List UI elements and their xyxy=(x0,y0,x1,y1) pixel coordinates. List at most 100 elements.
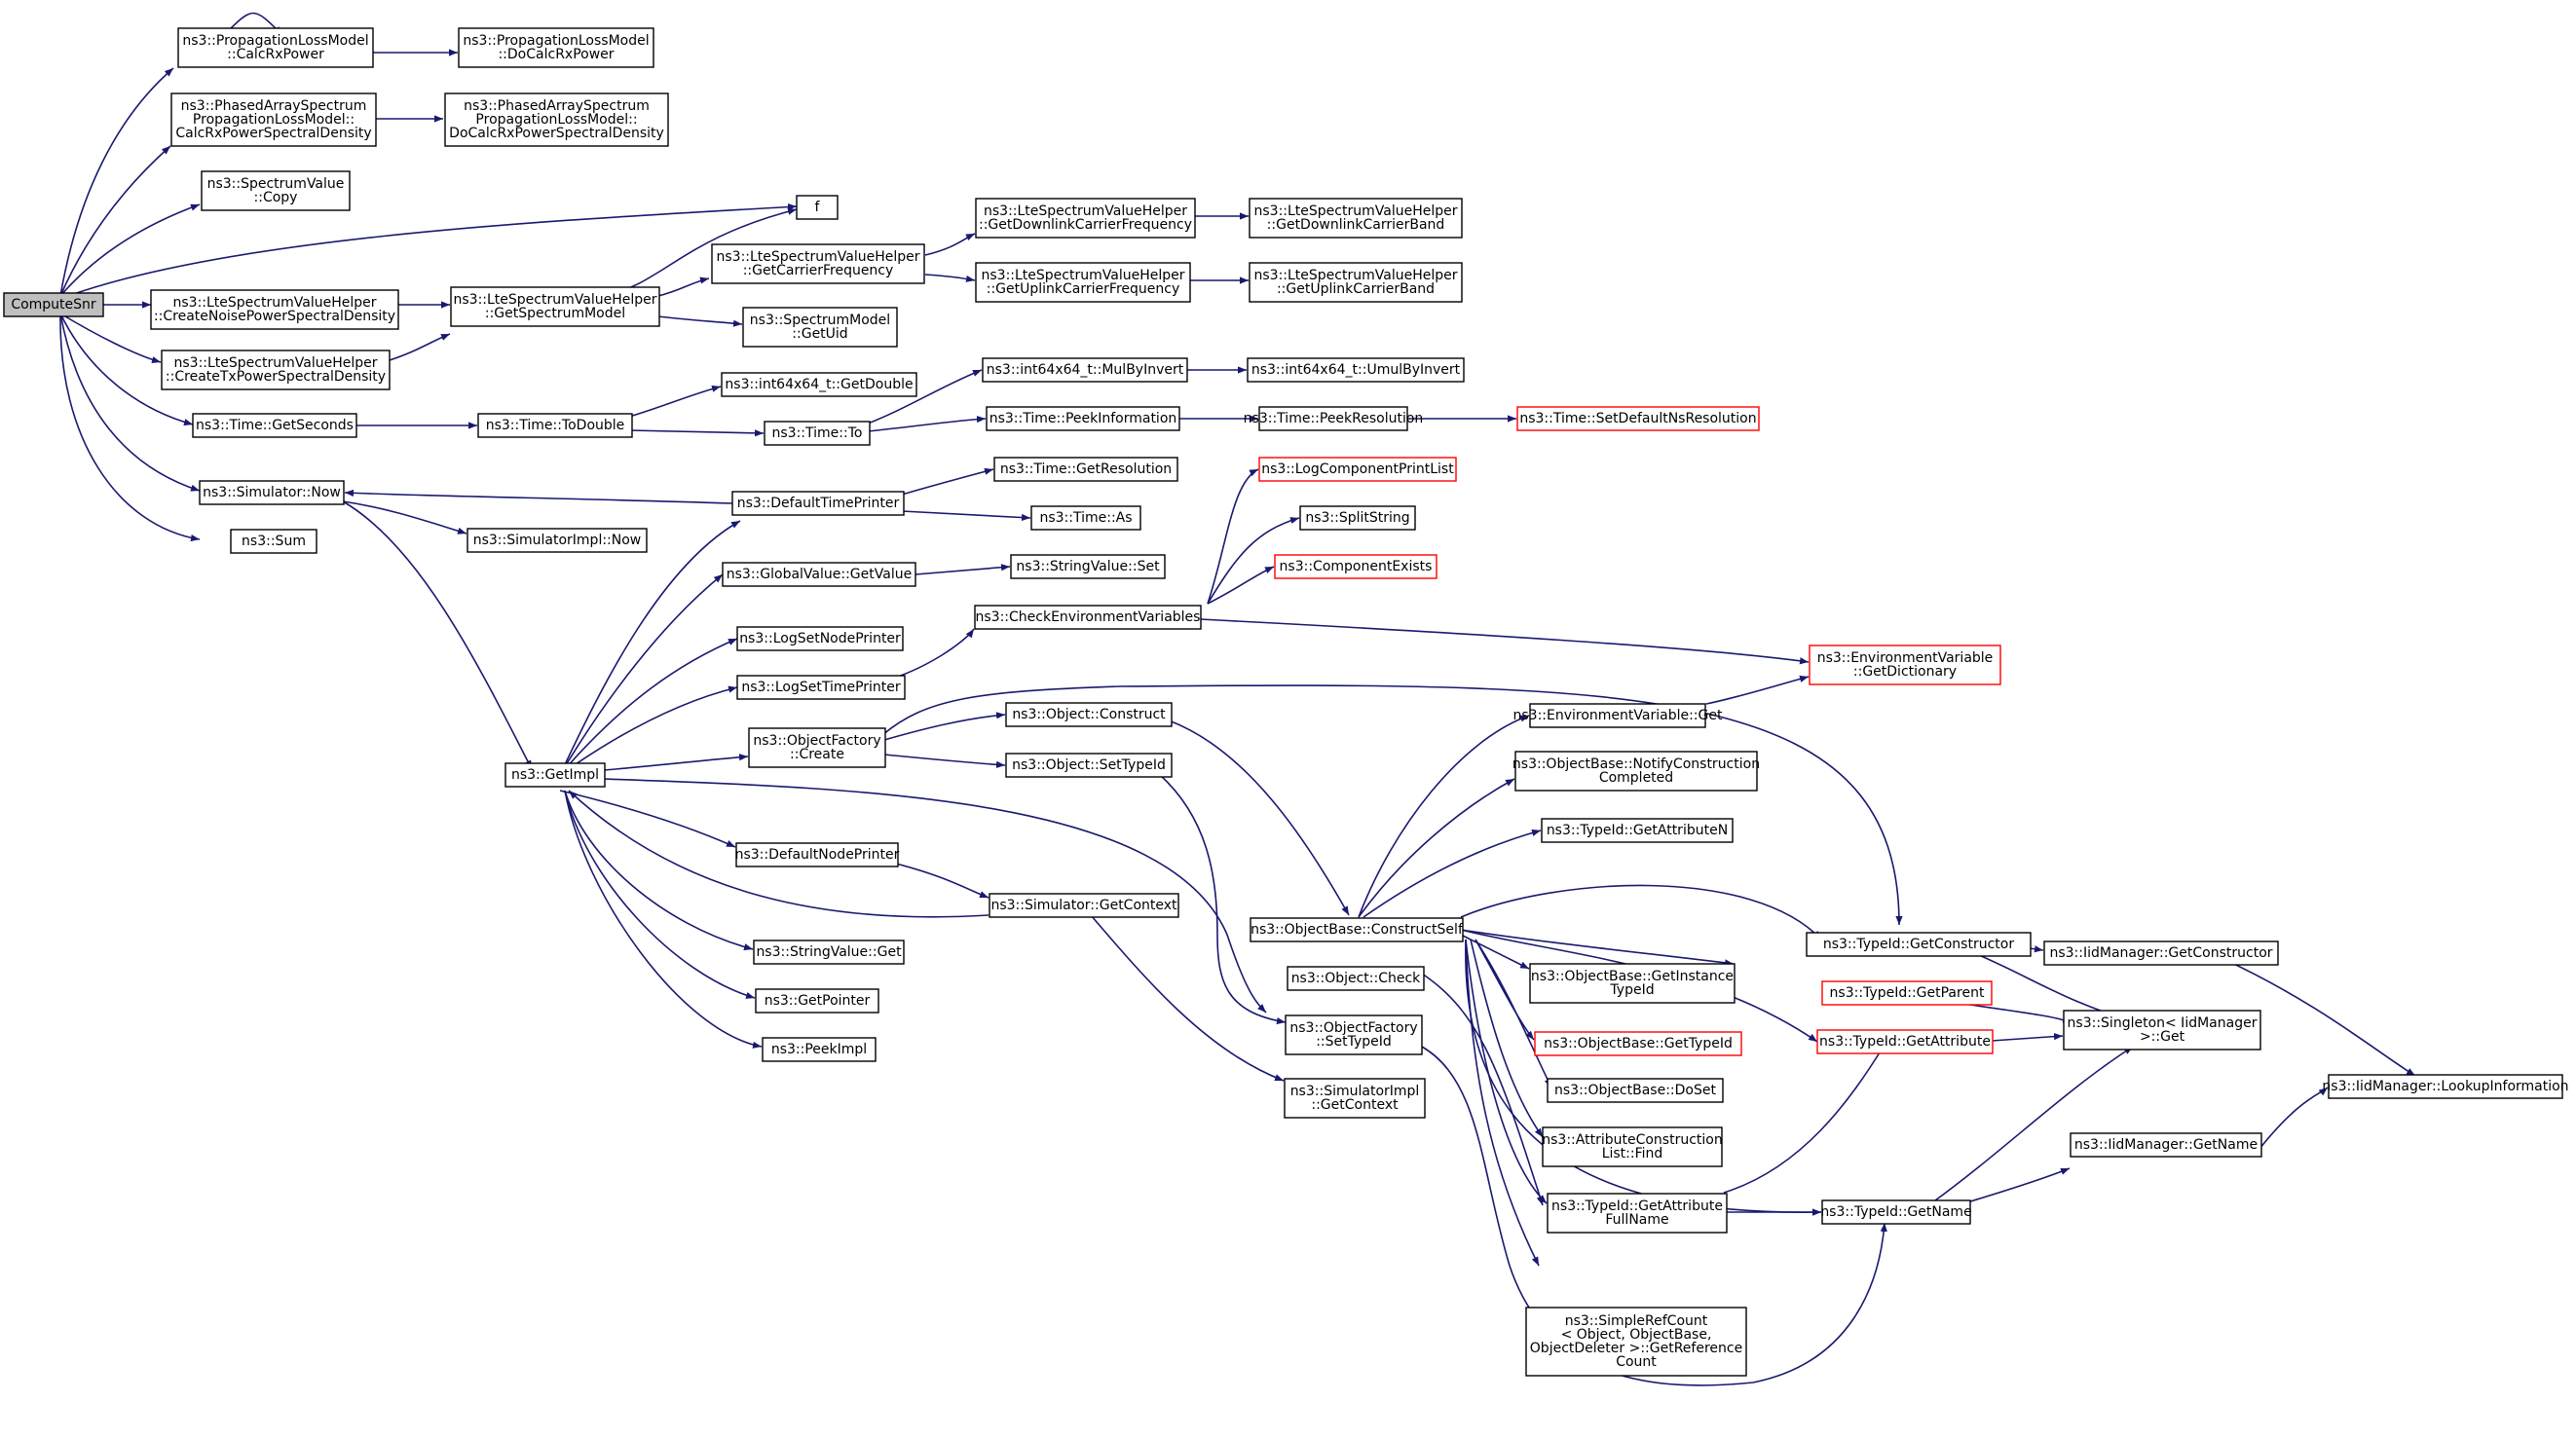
node-box xyxy=(1249,262,1463,303)
node-logsettimeprinter[interactable]: ns3::LogSetTimePrinter xyxy=(736,675,906,700)
node-box xyxy=(2063,1010,2261,1051)
node-objbasedoset[interactable]: ns3::ObjectBase::DoSet xyxy=(1547,1078,1724,1103)
node-peekinfo[interactable]: ns3::Time::PeekInformation xyxy=(986,406,1180,431)
node-getimpl[interactable]: ns3::GetImpl xyxy=(504,762,606,788)
node-label: ns3::GetPointer xyxy=(765,993,871,1009)
node-box xyxy=(230,529,317,554)
node-box xyxy=(974,605,1202,630)
edge xyxy=(67,203,798,297)
node-notifyconstruction[interactable]: ns3::ObjectBase::NotifyConstructionCompl… xyxy=(1512,751,1760,792)
node-setdefaultns[interactable]: ns3::Time::SetDefaultNsResolution xyxy=(1516,406,1760,431)
edge xyxy=(2222,958,2416,1077)
node-envget[interactable]: ns3::EnvironmentVariable::Get xyxy=(1513,703,1723,728)
node-stringvalueget[interactable]: ns3::StringValue::Get xyxy=(753,940,905,965)
node-umulbyinvert[interactable]: ns3::int64x64_t::UmulByInvert xyxy=(1247,357,1465,383)
node-globalvalueget[interactable]: ns3::GlobalValue::GetValue xyxy=(722,562,916,587)
node-label: ns3::TypeId::GetName xyxy=(1820,1204,1971,1220)
node-getseconds[interactable]: ns3::Time::GetSeconds xyxy=(192,413,357,438)
node-label: >::Get xyxy=(2140,1029,2185,1045)
node-defaultnodeprinter[interactable]: ns3::DefaultNodePrinter xyxy=(735,842,900,867)
node-stringvalueset[interactable]: ns3::StringValue::Set xyxy=(1010,554,1166,579)
edge xyxy=(1705,675,1810,705)
node-checkenv[interactable]: ns3::CheckEnvironmentVariables xyxy=(974,605,1202,630)
node-sum[interactable]: ns3::Sum xyxy=(230,529,317,554)
node-label: ns3::LteSpectrumValueHelper xyxy=(717,249,920,265)
node-label: ns3::LteSpectrumValueHelper xyxy=(1254,268,1458,283)
node-constructself[interactable]: ns3::ObjectBase::ConstructSelf xyxy=(1250,917,1464,942)
node-box xyxy=(1542,1126,1723,1167)
node-timeas[interactable]: ns3::Time::As xyxy=(1030,505,1141,531)
node-box xyxy=(736,675,906,700)
node-specmodeluid[interactable]: ns3::SpectrumModel::GetUid xyxy=(742,307,898,348)
node-lookupinfo[interactable]: ns3::IidManager::LookupInformation xyxy=(2322,1074,2569,1099)
node-getattributen[interactable]: ns3::TypeId::GetAttributeN xyxy=(1541,818,1734,843)
node-box xyxy=(2328,1074,2563,1099)
node-simimplgetcontext[interactable]: ns3::SimulatorImpl::GetContext xyxy=(1284,1078,1426,1119)
node-timeto[interactable]: ns3::Time::To xyxy=(764,421,871,446)
node-getdlband[interactable]: ns3::LteSpectrumValueHelper::GetDownlink… xyxy=(1249,198,1463,239)
node-peekres[interactable]: ns3::Time::PeekResolution xyxy=(1244,406,1424,431)
node-docalcrx[interactable]: ns3::PropagationLossModel::DoCalcRxPower xyxy=(458,27,654,68)
node-getresolution[interactable]: ns3::Time::GetResolution xyxy=(993,457,1178,482)
node-getpointer[interactable]: ns3::GetPointer xyxy=(755,988,879,1014)
node-mulbyinvert[interactable]: ns3::int64x64_t::MulByInvert xyxy=(982,357,1188,383)
node-f[interactable]: f xyxy=(796,195,839,220)
node-componentexists[interactable]: ns3::ComponentExists xyxy=(1274,554,1437,579)
node-getulband[interactable]: ns3::LteSpectrumValueHelper::GetUplinkCa… xyxy=(1249,262,1463,303)
node-iidgetconstructor[interactable]: ns3::IidManager::GetConstructor xyxy=(2043,940,2279,966)
edge xyxy=(603,754,749,771)
node-createtx[interactable]: ns3::LteSpectrumValueHelper::CreateTxPow… xyxy=(161,350,391,390)
edge xyxy=(1465,939,1548,1204)
node-label: ::GetCarrierFrequency xyxy=(743,263,894,278)
node-iidgetname[interactable]: ns3::IidManager::GetName xyxy=(2070,1132,2262,1158)
node-label: ns3::TypeId::GetAttributeN xyxy=(1547,823,1728,838)
edge xyxy=(881,684,1903,926)
node-objbasegettypeid[interactable]: ns3::ObjectBase::GetTypeId xyxy=(1534,1031,1742,1056)
node-createnoise[interactable]: ns3::LteSpectrumValueHelper::CreateNoise… xyxy=(150,289,399,330)
node-label: ns3::ObjectBase::DoSet xyxy=(1554,1083,1716,1098)
node-objectconstruct[interactable]: ns3::Object::Construct xyxy=(1005,702,1173,727)
node-getulfreq[interactable]: ns3::LteSpectrumValueHelper::GetUplinkCa… xyxy=(975,262,1191,303)
node-getdlfreq[interactable]: ns3::LteSpectrumValueHelper::GetDownlink… xyxy=(975,198,1196,239)
node-singletonget[interactable]: ns3::Singleton< IidManager>::Get xyxy=(2063,1010,2261,1051)
node-peekimpl[interactable]: ns3::PeekImpl xyxy=(762,1037,877,1062)
node-box xyxy=(736,626,904,651)
edge xyxy=(559,573,724,776)
node-todouble[interactable]: ns3::Time::ToDouble xyxy=(477,413,633,438)
node-simimplnow[interactable]: ns3::SimulatorImpl::Now xyxy=(467,528,648,553)
node-envgetdict[interactable]: ns3::EnvironmentVariable::GetDictionary xyxy=(1809,645,2001,685)
edge xyxy=(1207,468,1259,605)
node-svcopy[interactable]: ns3::SpectrumValue::Copy xyxy=(201,170,351,211)
node-objectsettypeid[interactable]: ns3::Object::SetTypeId xyxy=(1005,753,1173,778)
node-getparent[interactable]: ns3::TypeId::GetParent xyxy=(1821,980,1993,1006)
node-splitstring[interactable]: ns3::SplitString xyxy=(1299,505,1416,531)
node-defaulttimeprinter[interactable]: ns3::DefaultTimePrinter xyxy=(731,491,905,516)
node-logsetnodeprinter[interactable]: ns3::LogSetNodePrinter xyxy=(736,626,904,651)
node-simplerefcount[interactable]: ns3::SimpleRefCount< Object, ObjectBase,… xyxy=(1525,1307,1747,1377)
edge xyxy=(568,790,989,918)
node-box xyxy=(753,940,905,965)
node-computesnr[interactable]: ComputeSnr xyxy=(3,292,104,317)
node-getspecmodel[interactable]: ns3::LteSpectrumValueHelper::GetSpectrum… xyxy=(450,286,660,327)
node-getconstructor[interactable]: ns3::TypeId::GetConstructor xyxy=(1806,932,2032,957)
node-typeidgetname[interactable]: ns3::TypeId::GetName xyxy=(1820,1199,1972,1225)
node-simgetcontext[interactable]: ns3::Simulator::GetContext xyxy=(989,893,1179,918)
node-objfactorysettypeid[interactable]: ns3::ObjectFactory::SetTypeId xyxy=(1285,1014,1423,1055)
node-box xyxy=(1258,406,1408,431)
node-padocalc[interactable]: ns3::PhasedArraySpectrumPropagationLossM… xyxy=(444,92,669,147)
node-objfactorycreate[interactable]: ns3::ObjectFactory::Create xyxy=(748,727,886,768)
node-simnow[interactable]: ns3::Simulator::Now xyxy=(199,480,345,505)
node-logcomponentprintlist[interactable]: ns3::LogComponentPrintList xyxy=(1258,457,1457,482)
node-label: ns3::SplitString xyxy=(1305,510,1409,526)
node-objectcheck[interactable]: ns3::Object::Check xyxy=(1287,966,1425,991)
node-paspec[interactable]: ns3::PhasedArraySpectrumPropagationLossM… xyxy=(170,92,377,147)
node-int64getdouble[interactable]: ns3::int64x64_t::GetDouble xyxy=(721,372,917,397)
node-label: ns3::TypeId::GetAttribute xyxy=(1551,1198,1723,1214)
node-label: ComputeSnr xyxy=(11,297,96,313)
node-getcarrier[interactable]: ns3::LteSpectrumValueHelper::GetCarrierF… xyxy=(711,243,925,284)
node-typeidgetattribute[interactable]: ns3::TypeId::GetAttribute xyxy=(1816,1029,1994,1054)
node-calcrx[interactable]: ns3::PropagationLossModel::CalcRxPower xyxy=(177,27,374,68)
